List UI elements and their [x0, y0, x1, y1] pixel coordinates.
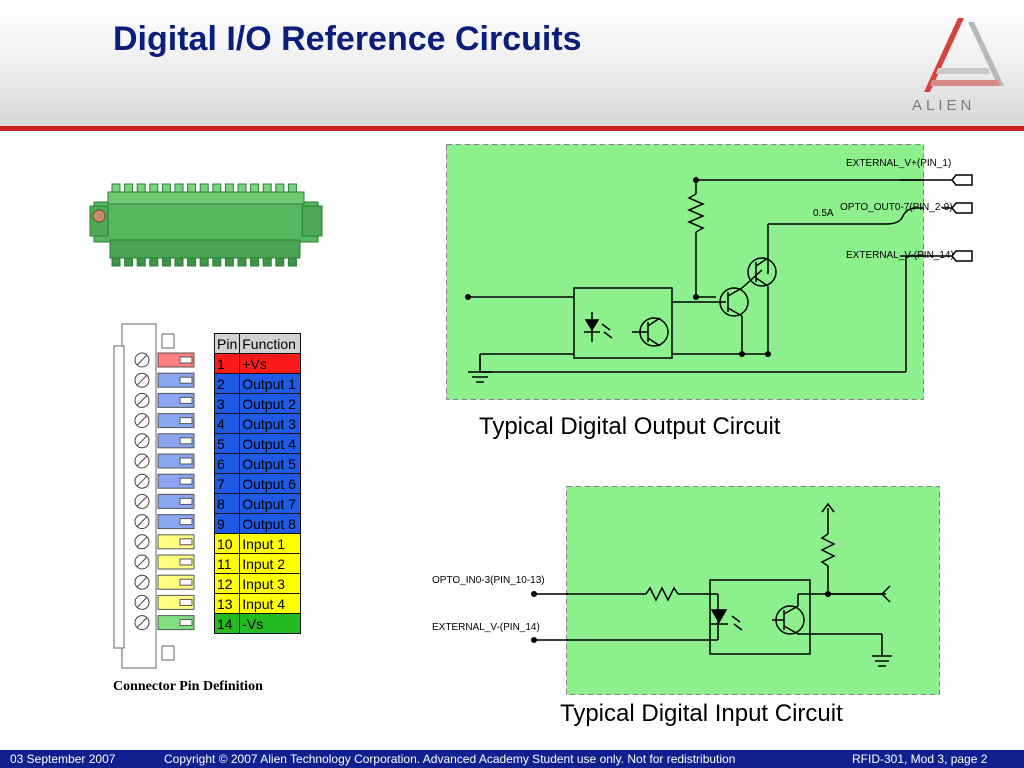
output-circuit-background	[446, 144, 924, 400]
pin-function-cell: Output 3	[239, 413, 302, 434]
connector-side-drawing	[113, 323, 195, 669]
pin-function-cell: -Vs	[239, 613, 302, 634]
input-circuit-diagram	[566, 486, 940, 695]
pin-function-cell: Input 2	[239, 553, 302, 574]
pin-number-cell: 6	[213, 453, 241, 474]
pin-function-cell: Output 1	[239, 373, 302, 394]
footer-date: 03 September 2007	[10, 752, 116, 766]
pin-number-cell: 12	[213, 573, 241, 594]
label-opto-out: OPTO_OUT0-7(PIN_2-9)	[840, 202, 953, 213]
pin-number-cell: 4	[213, 413, 241, 434]
connector-caption: Connector Pin Definition	[113, 679, 263, 694]
pin-function-cell: Output 7	[239, 493, 302, 514]
table-row: 1+Vs	[213, 353, 302, 374]
footer-page-ref: RFID-301, Mod 3, page 2	[852, 752, 988, 766]
pin-number-cell: 5	[213, 433, 241, 454]
pin-number-cell: 1	[213, 353, 241, 374]
pin-number-cell: 2	[213, 373, 241, 394]
alien-logo-icon	[924, 18, 1004, 92]
pin-function-cell: Output 4	[239, 433, 302, 454]
pin-number-cell: 11	[213, 553, 241, 574]
column-header-pin: Pin	[213, 333, 241, 354]
connector-block-icon	[89, 183, 323, 267]
slide-footer: 03 September 2007 Copyright © 2007 Alien…	[0, 750, 1024, 768]
pin-number-cell: 13	[213, 593, 241, 614]
label-input-external-vminus: EXTERNAL_V-(PIN_14)	[432, 622, 540, 633]
pin-number-cell: 9	[213, 513, 241, 534]
pin-number-cell: 14	[213, 613, 241, 634]
pin-number-cell: 3	[213, 393, 241, 414]
label-external-vminus: EXTERNAL_V-(PIN_14)	[846, 250, 954, 261]
pin-function-cell: +Vs	[239, 353, 302, 374]
label-opto-in: OPTO_IN0-3(PIN_10-13)	[432, 575, 545, 586]
column-header-function: Function	[239, 333, 302, 354]
pin-number-cell: 8	[213, 493, 241, 514]
pin-number-cell: 10	[213, 533, 241, 554]
pin-function-cell: Output 6	[239, 473, 302, 494]
output-terminals	[900, 174, 973, 262]
output-circuit-caption: Typical Digital Output Circuit	[479, 413, 781, 440]
footer-copyright: Copyright © 2007 Alien Technology Corpor…	[164, 752, 736, 766]
pin-function-cell: Input 3	[239, 573, 302, 594]
pin-function-cell: Output 8	[239, 513, 302, 534]
input-terminals	[531, 591, 568, 643]
label-fuse-rating: 0.5A	[813, 208, 834, 219]
table-row: 14-Vs	[213, 613, 302, 634]
pin-function-cell: Output 5	[239, 453, 302, 474]
input-circuit-background	[566, 486, 940, 695]
table-header-row: Pin Function	[213, 333, 302, 354]
slide-header	[0, 0, 1024, 128]
pin-number-cell: 7	[213, 473, 241, 494]
pin-function-cell: Input 4	[239, 593, 302, 614]
slide-title: Digital I/O Reference Circuits	[113, 20, 582, 58]
input-circuit-caption: Typical Digital Input Circuit	[560, 700, 843, 727]
pin-function-cell: Output 2	[239, 393, 302, 414]
output-circuit-diagram	[446, 144, 924, 400]
header-red-rule	[0, 126, 1024, 131]
pin-function-cell: Input 1	[239, 533, 302, 554]
label-external-vplus: EXTERNAL_V+(PIN_1)	[846, 158, 952, 169]
logo-wordmark: ALIEN	[912, 97, 976, 114]
